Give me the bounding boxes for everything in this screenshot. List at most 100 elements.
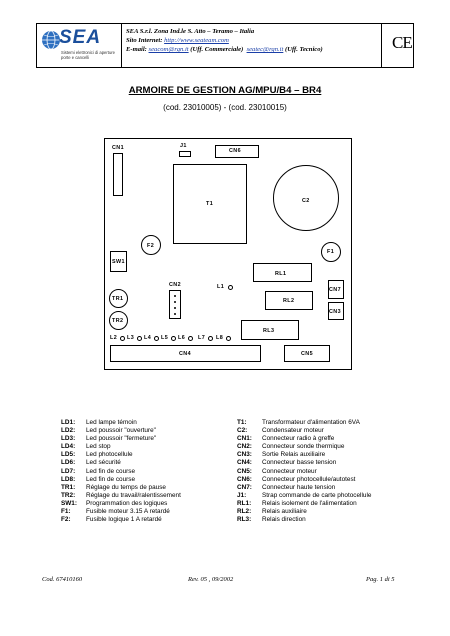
tr1-label: TR1	[112, 296, 124, 302]
rl1-relay	[253, 263, 312, 282]
legend-row: LD5:Led photocellule	[61, 451, 181, 459]
legend-text: Led lampe témoin	[86, 419, 137, 426]
legend-row: F2: Fusible logique 1 A retardé	[61, 516, 181, 524]
legend-key: LD7:	[61, 467, 76, 475]
legend-key: J1:	[237, 491, 247, 499]
legend-row: CN2:Connecteur sonde thermique	[237, 443, 371, 451]
legend-key: TR2:	[61, 491, 76, 499]
legend-key: CN4:	[237, 459, 252, 467]
legend-text: Relais isolement de l'alimentation	[262, 499, 357, 507]
cn4-connector	[110, 345, 261, 362]
legend-key: F1:	[61, 508, 71, 516]
l2-led	[120, 336, 125, 341]
cn6-label: CN6	[229, 148, 241, 154]
email-commercial-link[interactable]: seacom@rgn.it	[148, 46, 189, 53]
legend-row: CN7: Connecteur haute tension	[237, 484, 371, 492]
l8-led	[226, 336, 231, 341]
legend-text: Led stop	[86, 443, 111, 451]
l6-led	[188, 336, 193, 341]
l8-label: L8	[216, 335, 224, 341]
rl2-relay	[265, 291, 313, 310]
legend-key: T1:	[237, 419, 247, 426]
rl3-relay	[241, 320, 299, 340]
legend-key: F2:	[61, 516, 71, 524]
legend-text: Fusible logique 1 A retardé	[86, 516, 162, 524]
legend-text: Fusible moteur 3.15 A retardé	[86, 508, 170, 516]
cn2-pin	[174, 295, 176, 297]
tr1-trimmer	[109, 289, 128, 308]
legend-text: Connecteur moteur	[262, 467, 317, 475]
f1-fuse	[321, 242, 341, 262]
rl3-label: RL3	[263, 328, 275, 334]
tr2-trimmer	[109, 311, 128, 330]
legend-row: SW1: Programmation des logiques	[61, 500, 181, 508]
legend-text: Programmation des logiques	[86, 499, 168, 507]
j1-label: J1	[180, 143, 187, 149]
cn2-pin	[174, 307, 176, 309]
l6-label: L6	[178, 335, 186, 341]
legend-text: Led photocellule	[86, 451, 133, 459]
legend-row: RL2:Relais auxiliaire	[237, 508, 371, 516]
email-technical-link[interactable]: seatec@rgn.it	[246, 46, 284, 53]
legend-key: CN3:	[237, 451, 252, 459]
t1-transformer	[173, 164, 247, 244]
rl2-label: RL2	[283, 298, 295, 304]
legend-key: CN7:	[237, 483, 252, 491]
legend-text: Led poussoir "ouverture"	[86, 427, 156, 435]
header-divider	[121, 24, 122, 67]
l5-label: L5	[161, 335, 169, 341]
cn1-label: CN1	[112, 145, 124, 151]
cn7-label: CN7	[329, 287, 341, 293]
footer-code: Cod. 67410160	[42, 576, 83, 583]
legend-text: Led poussoir "fermeture"	[86, 435, 157, 443]
legend-key: LD3:	[61, 435, 76, 443]
l5-led	[171, 336, 176, 341]
page-title: ARMOIRE DE GESTION AG/MPU/B4 – BR4	[128, 85, 322, 96]
l4-label: L4	[144, 335, 152, 341]
sw1-switch	[110, 251, 127, 272]
legend-row: CN1: Connecteur radio à greffe	[237, 435, 371, 443]
logo-tagline: Sistemi elettronici di aperture porte e …	[61, 50, 115, 60]
product-codes: (cod. 23010005) - (cod. 23010015)	[163, 103, 287, 112]
legend-row: LD1: Led lampe témoin	[61, 419, 181, 427]
footer-page-number: Pag. 1 di 5	[366, 576, 395, 583]
l7-label: L7	[198, 335, 206, 341]
c2-label: C2	[302, 198, 310, 204]
legend-row: TR1:Réglage du temps de pause	[61, 484, 181, 492]
legend-row: LD8: Led fin de course	[61, 476, 181, 484]
legend-row: RL1: Relais isolement de l'alimentation	[237, 500, 371, 508]
f2-fuse	[141, 235, 161, 255]
cn1-connector	[113, 153, 123, 196]
cn7-connector	[328, 280, 344, 299]
l2-label: L2	[110, 335, 118, 341]
legend-row: LD6:Led sécurité	[61, 459, 181, 467]
legend-row: F1: Fusible moteur 3.15 A retardé	[61, 508, 181, 516]
website-link[interactable]: http://www.seateam.com	[164, 37, 229, 44]
legend-key: LD8:	[61, 475, 76, 483]
legend-row: J1:Strap commande de carte photocellule	[237, 492, 371, 500]
document-header: SEA Sistemi elettronici di aperture port…	[36, 23, 414, 68]
ce-mark: CE	[392, 33, 413, 52]
f1-label: F1	[327, 249, 335, 255]
legend-text: Connecteur radio à greffe	[262, 435, 335, 443]
cn6-connector	[215, 145, 259, 158]
cn2-label: CN2	[169, 282, 181, 288]
legend-key: CN1:	[237, 435, 252, 443]
legend-row: LD4:Led stop	[61, 443, 181, 451]
legend-text: Led fin de course	[86, 467, 136, 475]
j1-strap	[179, 151, 191, 157]
legend-key: RL1:	[237, 499, 252, 507]
legend-key: CN2:	[237, 443, 252, 451]
legend-row: RL3:Relais direction	[237, 516, 371, 524]
legend-text: Led fin de course	[86, 475, 136, 483]
legend-key: LD1:	[61, 419, 76, 426]
legend-row: TR2:Réglage du travail/ralentissement	[61, 492, 181, 500]
cn5-label: CN5	[301, 351, 313, 357]
l1-label: L1	[217, 284, 225, 290]
legend-text: Connecteur photocellule/autotest	[262, 475, 356, 483]
logo-wordmark: SEA	[59, 27, 102, 48]
legend-text: Connecteur haute tension	[262, 483, 336, 491]
legend-key: CN5:	[237, 467, 252, 475]
legend-key: SW1:	[61, 499, 77, 507]
